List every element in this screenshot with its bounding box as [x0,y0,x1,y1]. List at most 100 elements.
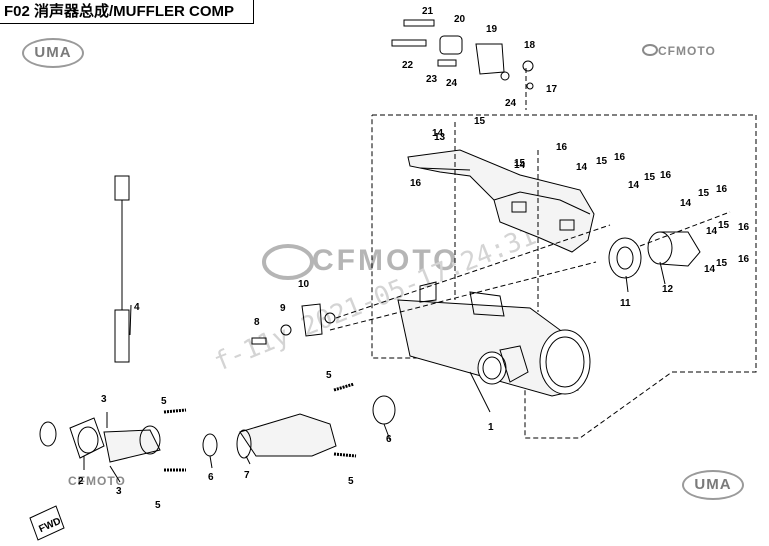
callout-2: 2 [78,476,84,487]
muffler-mount [469,291,505,317]
heat-shield-slot [559,219,575,231]
callout-16: 16 [738,222,750,233]
tail-pipe [647,231,673,265]
leader-6a [209,455,213,469]
callout-11: 11 [620,298,631,309]
callout-3: 3 [116,486,122,497]
end-plate [608,237,642,279]
callout-10: 10 [298,279,310,290]
callout-15: 15 [514,158,526,169]
callout-14: 14 [576,162,588,173]
callout-22: 22 [402,60,414,71]
callout-8: 8 [254,317,260,328]
spring-5c [333,382,355,392]
leader-3b [109,465,121,483]
gasket-6b [372,395,396,425]
front-pipe [103,429,161,463]
callout-5: 5 [326,370,332,381]
callout-6: 6 [208,472,214,483]
callout-14: 14 [628,180,640,191]
cfmoto-logo-center: CFMOTO [312,244,460,277]
middle-pipe [239,413,337,457]
tail-pipe-body [659,231,701,267]
callout-16: 16 [410,178,422,189]
muffler-inlet-inner [482,356,502,380]
callout-13: 13 [434,132,446,143]
nut-18 [526,82,534,90]
callout-5: 5 [161,396,167,407]
callout-15: 15 [644,172,656,183]
spring-5a [163,408,187,414]
callout-5: 5 [155,500,161,511]
uma-logo-bottom: UMA [682,470,744,500]
leader-13 [659,261,666,285]
callout-15: 15 [474,116,486,127]
callout-5: 5 [348,476,354,487]
leader-4 [129,304,132,336]
callout-20: 20 [454,14,466,25]
front-pipe-end [139,425,161,455]
bolt-8 [251,337,267,345]
spring-5d [333,452,357,458]
uma-logo-top: UMA [22,38,84,68]
callout-4: 4 [134,302,140,313]
callout-1: 1 [488,422,494,433]
bolt-22 [403,19,435,27]
bolt-23 [391,39,427,47]
washer-9b [324,312,336,324]
callout-6: 6 [386,434,392,445]
callout-15: 15 [698,188,710,199]
cfmoto-emblem-center [262,244,314,280]
flange-2 [69,417,105,459]
flange-2-hole [77,426,99,454]
callout-17: 17 [546,84,558,95]
callout-16: 16 [738,254,750,265]
middle-pipe-inlet [236,429,252,459]
callout-7: 7 [244,470,250,481]
callout-19: 19 [486,24,498,35]
clamp-10 [301,303,323,337]
heat-shield-slot [511,201,527,213]
bracket-20 [475,43,505,75]
heat-shield [407,149,595,253]
callout-14: 14 [706,226,718,237]
align-line-b [329,261,597,331]
callout-9: 9 [280,303,286,314]
callout-16: 16 [660,170,672,181]
callout-12: 12 [662,284,674,295]
oxygen-sensor [114,309,130,363]
rubber-21 [439,35,463,55]
callout-3: 3 [101,394,107,405]
callout-15: 15 [718,220,730,231]
cfmoto-logo-bottom: CFMOTO [68,474,126,488]
callout-24: 24 [505,98,517,109]
align-line-f [639,211,731,247]
cfmoto-emblem-top [642,44,658,56]
callout-14: 14 [704,264,716,275]
bolt-25 [437,59,457,67]
nut-19 [522,60,534,72]
page-title: F02 消声器总成/MUFFLER COMP [0,0,254,24]
muffler-bracket [419,281,437,303]
cfmoto-logo-top: CFMOTO [658,44,716,58]
callout-16: 16 [614,152,626,163]
muffler-end-cap-inner [545,336,585,388]
leader-17 [419,167,471,171]
callout-21: 21 [422,6,434,17]
leader-6b [383,423,391,441]
callout-15: 15 [716,258,728,269]
leader-12 [625,275,629,293]
callout-16: 16 [556,142,568,153]
end-plate-hole [616,246,634,270]
washer-24 [500,71,510,81]
muffler-end-cap [539,329,591,395]
leader-7 [245,455,251,465]
callout-14: 14 [514,160,526,171]
callout-18: 18 [524,40,536,51]
align-line-a [335,224,611,319]
callout-14: 14 [432,128,444,139]
callout-24: 24 [446,78,458,89]
